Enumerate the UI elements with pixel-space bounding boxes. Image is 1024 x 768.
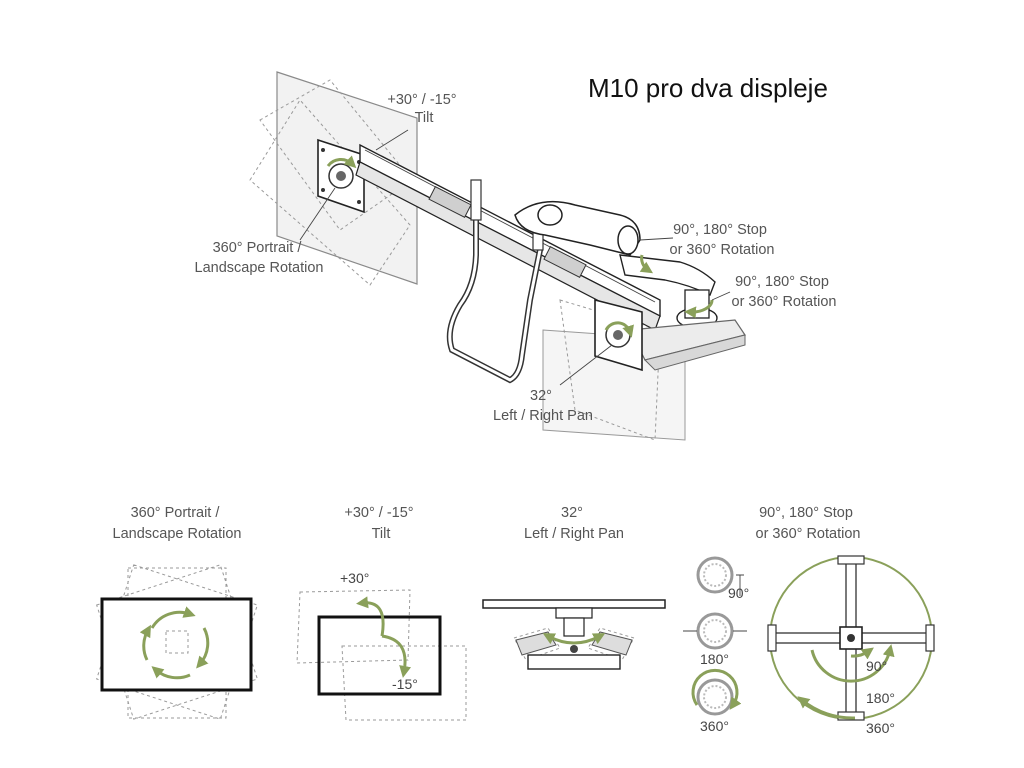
left-vesa-plate: [317, 138, 365, 214]
panel-stop-caption: 90°, 180° Stop or 360° Rotation: [756, 505, 861, 542]
page-title: M10 pro dva displeje: [588, 73, 828, 103]
tilt-up-arrow: [356, 596, 385, 637]
rotation-arm-cross: [767, 555, 935, 721]
rotation-arc-180: [810, 644, 895, 683]
panel-tilt: +30° / -15° Tilt +30° -15°: [296, 505, 467, 721]
panel-pan: 32° Left / Right Pan: [482, 505, 666, 670]
portrait-leader-line: [299, 187, 336, 241]
desk: [629, 319, 746, 371]
panel-pan-caption: 32° Left / Right Pan: [524, 505, 624, 542]
rotation-90-label: 90°: [866, 658, 887, 674]
stop-dial-90-label: 90°: [728, 585, 749, 601]
stop-dial-360-label: 360°: [700, 718, 729, 734]
callout-tilt: +30° / -15° Tilt: [387, 92, 460, 126]
stop-dial-180-label: 180°: [700, 651, 729, 667]
arm-mechanism: [514, 200, 718, 329]
rotation-arrow-top: [150, 606, 196, 629]
stop-dial-360: [691, 668, 742, 716]
main-illustration: +30° / -15° Tilt 360° Portrait / Landsca…: [195, 71, 837, 441]
rotation-arrow-right: [196, 627, 210, 669]
pan-base: [527, 654, 621, 670]
panel-stop-rotation: 90°, 180° Stop or 360° Rotation 90° 180°…: [683, 505, 935, 736]
stop-upper-leader-line: [639, 237, 674, 241]
pan-neck: [563, 617, 585, 637]
pan-arrow: [542, 633, 606, 645]
monitor-landscape: [100, 597, 253, 692]
callout-stop-upper: 90°, 180° Stop or 360° Rotation: [670, 222, 775, 258]
rotation-180-label: 180°: [866, 690, 895, 706]
tilt-down-value: -15°: [392, 676, 418, 692]
callout-stop-lower: 90°, 180° Stop or 360° Rotation: [732, 274, 837, 310]
monitor-tilt: [317, 615, 442, 696]
stop-dial-180: [683, 612, 747, 650]
rotation-360-label: 360°: [866, 720, 895, 736]
pan-pivot: [570, 645, 578, 653]
rotation-arrow-bottom: [151, 666, 191, 680]
tilt-up-value: +30°: [340, 570, 369, 586]
rotation-arc-360: [797, 696, 856, 720]
stop-lower-leader-line: [711, 291, 731, 301]
stop-dial-90: [696, 556, 744, 596]
monitor-top-view: [482, 599, 666, 609]
panel-tilt-caption: +30° / -15° Tilt: [344, 505, 417, 542]
mount-square: [165, 630, 189, 654]
rotation-arrow-left: [139, 624, 151, 661]
right-vesa-plate: [594, 298, 643, 372]
tilt-up-outline: [296, 589, 411, 664]
pan-leader-line: [559, 344, 613, 386]
rotation-arc-90: [850, 647, 874, 660]
callout-portrait: 360° Portrait / Landscape Rotation: [195, 240, 324, 276]
tilt-leader-line: [375, 129, 409, 151]
panel-portrait-caption: 360° Portrait / Landscape Rotation: [113, 505, 242, 542]
callout-pan: 32° Left / Right Pan: [493, 388, 593, 424]
panel-portrait-rotation: 360° Portrait / Landscape Rotation: [96, 505, 258, 720]
crossbar: [355, 143, 661, 331]
tilt-down-arrow: [381, 634, 412, 678]
pan-bracket: [555, 607, 593, 619]
